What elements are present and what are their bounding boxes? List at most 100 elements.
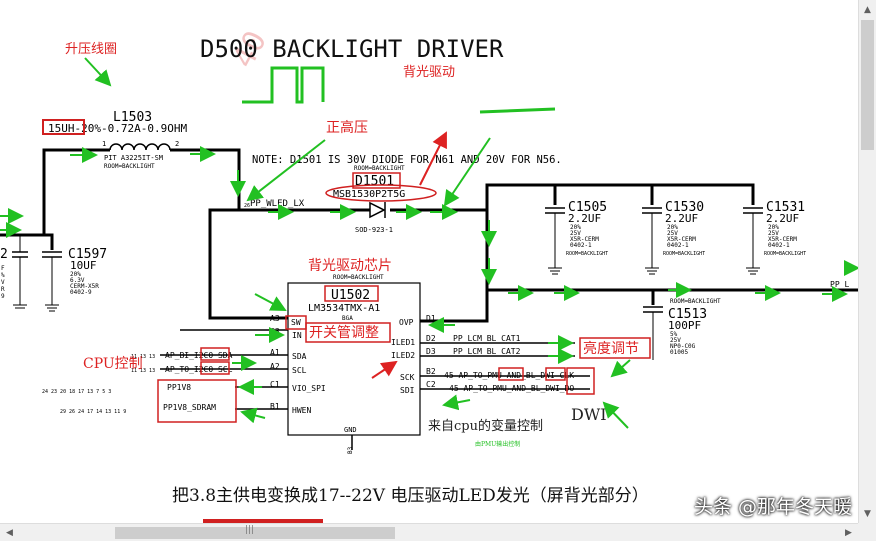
ic-ball: B1 (270, 402, 280, 411)
cap-room: ROOM=BACKLIGHT (566, 251, 608, 257)
small-green-note: 由PMU输出控制 (475, 440, 520, 448)
pmu-highlight (498, 367, 524, 381)
ic-ref-highlight (324, 285, 379, 302)
inductor-value-highlight (42, 119, 85, 135)
net-scl: AP_TO_I2C0_SCL (165, 365, 233, 374)
ic-ref: U1502 (331, 288, 370, 303)
diode-part: MSB1530P2T5G (333, 189, 405, 200)
net-wled-num: 26 (244, 203, 250, 209)
ic-ball: C2 (426, 380, 436, 389)
diode-part-highlight (325, 184, 437, 202)
switch-label-box (305, 322, 391, 343)
watermark: 头条 @那年冬天暖 (693, 496, 852, 518)
net-pp1v8-sdram: PP1V8_SDRAM (163, 403, 216, 412)
brightness-label: 亮度调节 (583, 340, 639, 357)
inductor-part: PIT A3225IT-SM (104, 154, 163, 162)
ic-pin-name: HWEN (292, 406, 311, 415)
cap-c1530: C1530 2.2UF 20% 25V X5R-CERM 0402-1 ROOM… (642, 200, 705, 275)
cap-spec: 9 (1, 293, 5, 300)
ic-part: LM3534TMX-A1 (308, 303, 380, 314)
cap-spec: 20% (768, 224, 779, 231)
red-arrows (371, 131, 447, 379)
cap-spec: 6.3V (70, 277, 85, 284)
cap-value: 2.2UF (665, 212, 698, 225)
net-cat1: PP_LCM_BL_CAT1 (453, 334, 521, 343)
net-sda: AP_BI_I2C0_SDA (165, 351, 233, 360)
scroll-grip: ||| (245, 525, 255, 535)
cap-c1597: C1597 10UF 20% 6.3V CERM-X5R 0402-9 (42, 247, 107, 312)
ic-ball: D3 (426, 347, 436, 356)
horizontal-scroll-thumb[interactable]: ||| (115, 525, 395, 539)
net-dwi-do: 45 AP_TO_PMU_AND_BL_DWI_DO (449, 384, 574, 393)
cap-value: 100PF (668, 319, 701, 332)
net-cat2: PP_LCM_BL_CAT2 (453, 347, 521, 356)
ic-gnd-label: GND (344, 426, 357, 434)
inductor-coil (109, 143, 171, 151)
ic-package: BGA (342, 315, 353, 322)
cap-spec: 25V (768, 230, 779, 237)
high-voltage-label: 正高压 (326, 119, 368, 136)
ic-pin-name: SDI (400, 386, 415, 395)
dwi-label: DWI (571, 405, 607, 424)
cap-room: ROOM=BACKLIGHT (764, 251, 806, 257)
diode-ref-highlight (352, 172, 401, 189)
cap-spec: X5R-CERM (768, 236, 797, 243)
inductor-pin2: 2 (175, 140, 179, 148)
summary-text: 把3.8主供电变换成17--22V 电压驱动LED发光（屏背光部分） (172, 486, 649, 506)
ic-pin-name: SDA (292, 352, 307, 361)
ic-body (287, 282, 421, 436)
ic-ball: D2 (426, 334, 436, 343)
bottom-highlight (203, 519, 323, 523)
cpu-control-label: CPU控制 (83, 356, 143, 372)
horizontal-scrollbar[interactable]: ◀ ||| ▶ (0, 523, 858, 541)
bl-highlight (545, 367, 566, 381)
scroll-up-button[interactable]: ▲ (864, 4, 871, 15)
cap-left-partial: 2 F % V R 9 (0, 235, 28, 309)
net-sdram-pages: 29 26 24 17 14 13 11 9 (60, 409, 126, 415)
cap-ref: C1505 (568, 200, 607, 215)
cap-spec: F (1, 265, 5, 272)
vertical-scrollbar[interactable]: ▲ ▼ (858, 0, 876, 523)
cap-c1513: ROOM=BACKLIGHT C1513 100PF 5% 25V NP0-C0… (643, 298, 721, 360)
pwm-wave-drawing (242, 66, 325, 104)
scroll-down-button[interactable]: ▼ (864, 508, 871, 519)
cap-value: 10UF (70, 259, 97, 272)
power-nets-highlight (157, 379, 237, 423)
dwi-highlight (566, 367, 595, 395)
ic-ball: B3 (347, 446, 354, 454)
cap-spec: % (1, 272, 5, 279)
schematic: 40 D500 BACKLIGHT DRIVER L1503 15UH-20%-… (0, 25, 858, 523)
net-sda-pages: 11 13 13 (131, 354, 155, 360)
cap-spec: CERM-X5R (70, 283, 99, 290)
cap-value: 2.2UF (568, 212, 601, 225)
diode-ref: D1501 (355, 174, 394, 189)
scroll-left-button[interactable]: ◀ (6, 527, 13, 538)
ic-pin-name: SCK (400, 373, 415, 382)
cap-room: ROOM=BACKLIGHT (670, 298, 721, 305)
scroll-right-button[interactable]: ▶ (845, 527, 852, 538)
power-wires (0, 148, 858, 323)
cap-spec: V (1, 279, 5, 286)
net-scl-pages: 11 13 13 (131, 368, 155, 374)
ic-pin-name: OVP (399, 318, 414, 327)
ic-ball: A1 (270, 348, 280, 357)
ic-room: ROOM=BACKLIGHT (333, 274, 384, 281)
brightness-label-box (579, 337, 651, 359)
cap-spec: NP0-C0G (670, 343, 696, 350)
i2c-sda-highlight (200, 347, 230, 361)
cap-spec: 0402-1 (570, 242, 592, 249)
cap-spec: 0402-1 (768, 242, 790, 249)
vertical-scroll-thumb[interactable] (861, 20, 874, 150)
diode-room: ROOM=BACKLIGHT (354, 165, 405, 172)
inductor-ref: L1503 (113, 110, 152, 125)
diode-note: NOTE: D1501 IS 30V DIODE FOR N61 AND 20V… (252, 154, 562, 166)
ic-ball: C1 (270, 380, 280, 389)
scrollbar-corner (858, 523, 876, 541)
cap-spec: 20% (570, 224, 581, 231)
page-title: D500 BACKLIGHT DRIVER (200, 35, 504, 63)
ic-pin-name: IN (292, 331, 302, 340)
green-stroke (479, 107, 556, 114)
ic-ball: D1 (426, 314, 436, 323)
ic-pin-name: VIO_SPI (292, 384, 326, 393)
cap-ref: 2 (0, 247, 8, 262)
